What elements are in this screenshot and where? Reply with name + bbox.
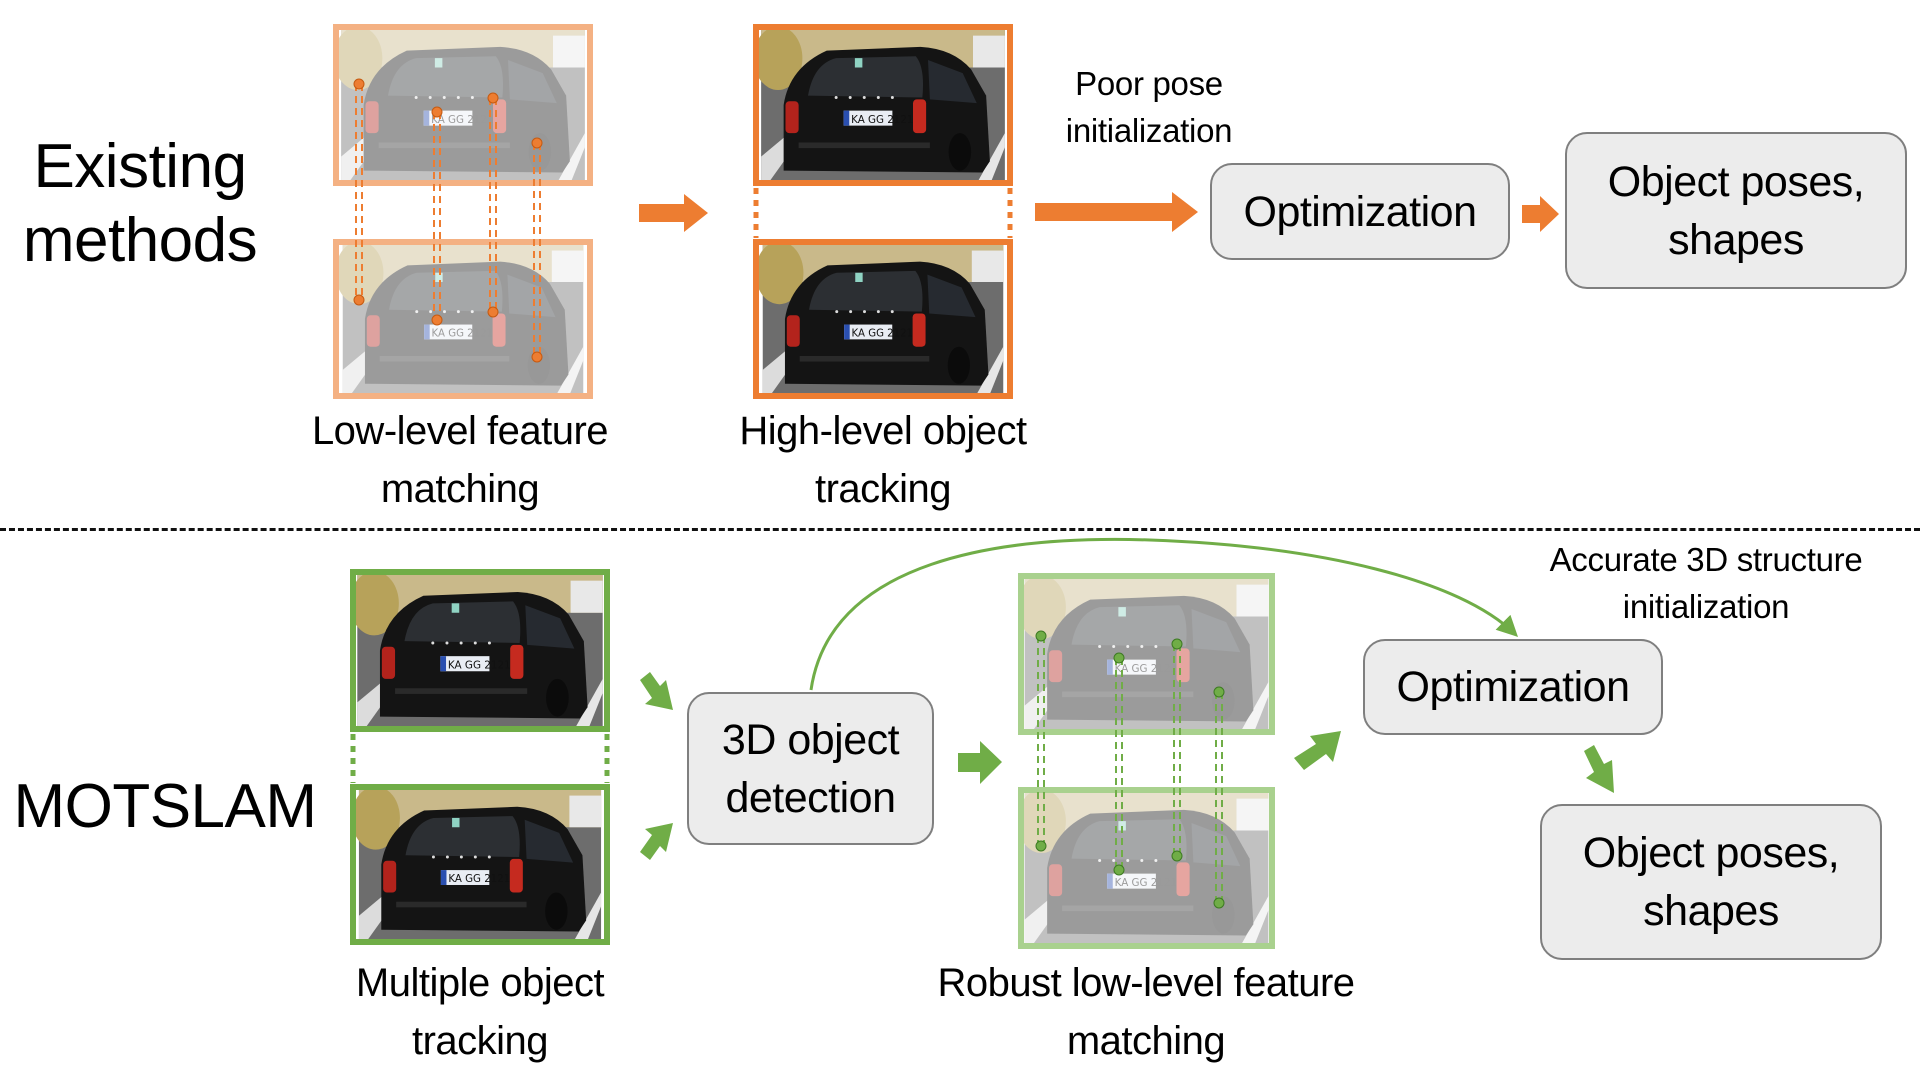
- arrow-to-optimization: [1035, 192, 1198, 232]
- detection-box: 3D object detection: [687, 692, 934, 845]
- car-image: [339, 245, 587, 393]
- poor-pose-note: Poor pose initialization: [1019, 60, 1279, 154]
- existing-methods-title: Existing methods: [0, 130, 280, 278]
- arrow-top-to-detection: [640, 672, 673, 710]
- high-level-frame-top: [753, 24, 1013, 186]
- arrow-to-optimization-motslam: [1294, 731, 1341, 770]
- mot-caption: Multiple object tracking: [300, 954, 660, 1070]
- output-box-existing: Object poses, shapes: [1565, 132, 1907, 289]
- orange-tracking-links: [753, 188, 1013, 238]
- car-image: [759, 30, 1007, 180]
- note-line: initialization: [1065, 112, 1233, 149]
- arrow-bottom-to-detection: [640, 823, 673, 860]
- caption-line: Multiple object: [355, 961, 605, 1005]
- accurate-structure-note: Accurate 3D structure initialization: [1516, 536, 1896, 630]
- box-label: Optimization: [1396, 663, 1630, 711]
- green-tracking-links: [350, 734, 610, 783]
- low-level-frame-top: [333, 24, 593, 186]
- caption-line: matching: [1066, 1019, 1226, 1063]
- caption-line: tracking: [411, 1019, 549, 1063]
- car-image: [759, 245, 1007, 393]
- optimization-box-existing: Optimization: [1210, 163, 1510, 260]
- mot-frame-bottom: [350, 784, 610, 945]
- caption-line: High-level object: [739, 409, 1027, 453]
- output-box-motslam: Object poses, shapes: [1540, 804, 1882, 960]
- box-label: shapes: [1643, 887, 1779, 935]
- caption-line: tracking: [814, 467, 952, 511]
- box-label: Object poses,: [1582, 829, 1840, 877]
- motslam-title: MOTSLAM: [13, 772, 317, 841]
- car-image: [1024, 579, 1269, 729]
- caption-line: Low-level feature: [311, 409, 609, 453]
- low-level-caption: Low-level feature matching: [280, 402, 640, 518]
- low-level-frame-bottom: [333, 239, 593, 399]
- robust-frame-top: [1018, 573, 1275, 735]
- note-line: Poor pose: [1075, 65, 1223, 102]
- section-divider: [0, 528, 1920, 531]
- car-image: [339, 30, 587, 180]
- caption-line: matching: [380, 467, 540, 511]
- arrow-to-output-motslam: [1584, 745, 1614, 793]
- box-label: detection: [725, 773, 896, 822]
- box-label: Optimization: [1243, 187, 1477, 236]
- high-level-caption: High-level object tracking: [703, 402, 1063, 518]
- note-line: initialization: [1622, 588, 1790, 625]
- optimization-box-motslam: Optimization: [1363, 639, 1663, 735]
- robust-caption: Robust low-level feature matching: [896, 954, 1396, 1070]
- arrow-to-output: [1522, 196, 1559, 232]
- mot-frame-top: [350, 569, 610, 732]
- existing-title-line2: methods: [22, 206, 258, 275]
- box-label: Object poses,: [1607, 157, 1865, 206]
- existing-title-line1: Existing: [33, 132, 247, 201]
- car-image: [356, 575, 604, 726]
- arrow-to-tracking: [639, 194, 708, 232]
- car-image: [1024, 793, 1269, 943]
- robust-frame-bottom: [1018, 787, 1275, 949]
- box-label: 3D object: [721, 715, 900, 764]
- note-line: Accurate 3D structure: [1549, 541, 1863, 578]
- caption-line: Robust low-level feature: [937, 961, 1355, 1005]
- box-label: shapes: [1668, 215, 1804, 264]
- arrow-to-robust-matching: [958, 741, 1002, 784]
- high-level-frame-bottom: [753, 239, 1013, 399]
- car-image: [356, 790, 604, 939]
